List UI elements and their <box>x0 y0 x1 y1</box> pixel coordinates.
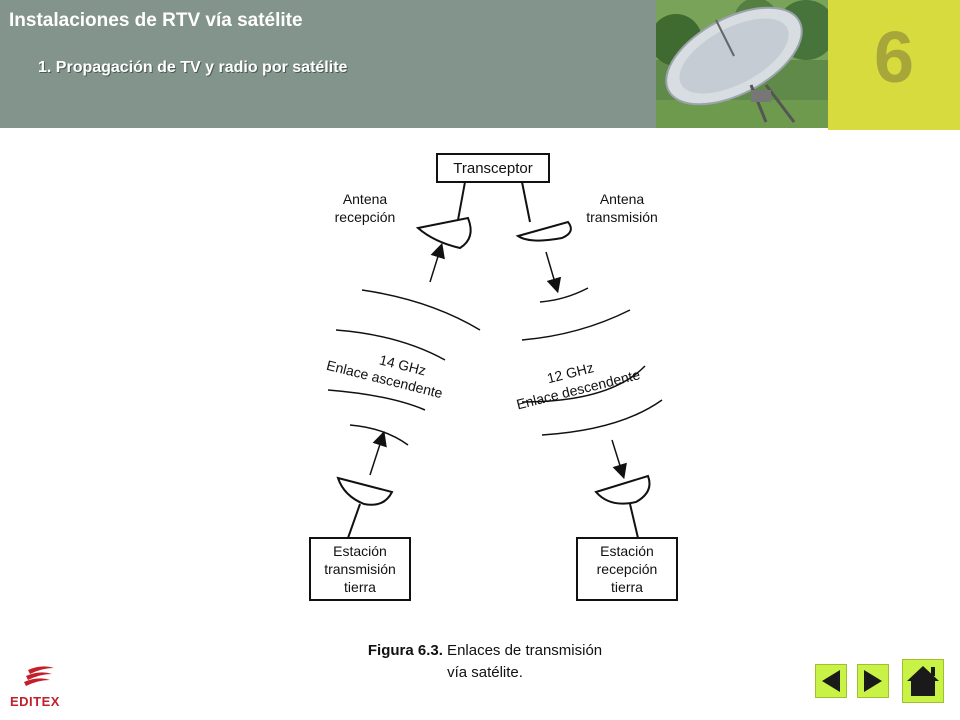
header-bar: Instalaciones de RTV vía satélite 1. Pro… <box>0 0 656 128</box>
station-tx-line1: Estación <box>333 543 387 559</box>
caption-figure-number: Figura 6.3. <box>367 642 443 659</box>
station-tx-line3: tierra <box>344 579 376 595</box>
transceptor-box: Transceptor <box>436 153 550 183</box>
transmit-antenna-dish <box>515 220 572 242</box>
satellite-link-diagram: Transceptor Antena recepción Antena tran… <box>300 140 680 610</box>
station-rx-line1: Estación <box>600 543 654 559</box>
home-icon <box>907 666 939 696</box>
station-rx-box: Estación recepción tierra <box>576 537 678 601</box>
station-rx-line2: recepción <box>597 561 658 577</box>
transceptor-label: Transceptor <box>453 160 532 177</box>
arrow-right-icon <box>864 670 882 692</box>
home-button[interactable] <box>902 659 944 703</box>
chapter-number: 6 <box>873 18 915 98</box>
page-title: Instalaciones de RTV vía satélite <box>9 10 303 31</box>
ground-transmit-dish <box>336 476 394 506</box>
caption-line1: Enlaces de transmisión <box>442 642 603 659</box>
arrow-left-icon <box>822 670 840 692</box>
antena-recepcion-line2: recepción <box>335 209 396 225</box>
figure-caption: Figura 6.3. Enlaces de transmisión vía s… <box>300 640 670 684</box>
section-subtitle: 1. Propagación de TV y radio por satélit… <box>38 59 348 76</box>
caption-line2: vía satélite. <box>447 664 523 681</box>
editex-logo <box>8 664 74 714</box>
station-tx-line2: transmisión <box>324 561 396 577</box>
satellite-dish-photo <box>656 0 828 128</box>
antena-transmision-line1: Antena <box>600 191 645 207</box>
antena-recepcion-line1: Antena <box>343 191 388 207</box>
editex-logo-text: EDITEX <box>10 694 60 709</box>
station-rx-line3: tierra <box>611 579 643 595</box>
receive-antenna-dish <box>415 216 472 250</box>
chapter-badge: 6 <box>828 0 960 130</box>
station-tx-box: Estación transmisión tierra <box>309 537 411 601</box>
ground-receive-dish <box>594 474 651 505</box>
previous-button[interactable] <box>815 664 847 698</box>
antena-transmision-line2: transmisión <box>586 209 658 225</box>
next-button[interactable] <box>857 664 889 698</box>
